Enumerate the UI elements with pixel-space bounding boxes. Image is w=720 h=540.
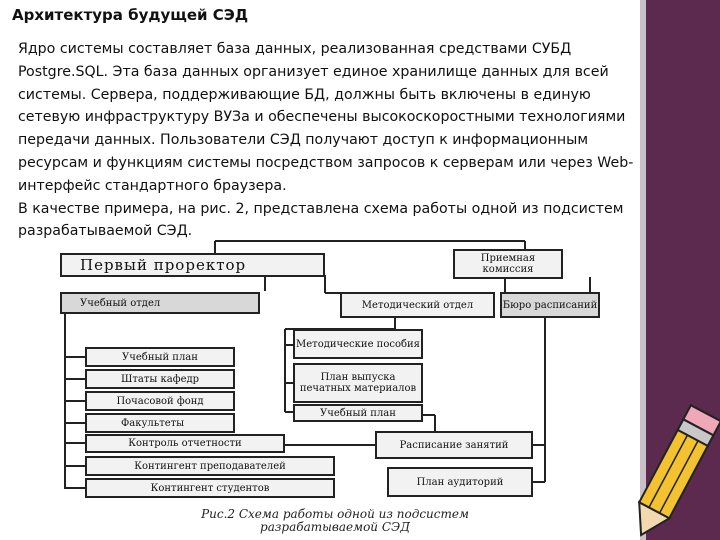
box-method-department: Методический отдел [340,292,495,318]
paragraph-1: Ядро системы составляет база данных, реа… [18,41,634,194]
slide-title: Архитектура будущей СЭД [12,6,249,24]
box-schedule-bureau: Бюро расписаний [500,292,600,318]
box-method-manuals: Методические пособия [293,329,423,359]
box-class-schedule: Расписание занятий [375,431,533,459]
box-auditorium-plan: План аудиторий [387,467,533,497]
diagram: Первый проректор Приемная комиссия Учебн… [55,237,615,502]
box-hourly-fund: Почасовой фонд [85,391,235,411]
box-first-prorector: Первый проректор [60,253,325,277]
box-method-study-plan: Учебный план [293,404,423,422]
slide-body: Ядро системы составляет база данных, реа… [18,38,638,243]
box-study-plan: Учебный план [85,347,235,367]
box-department-staff: Штаты кафедр [85,369,235,389]
sidebar-stripe [640,0,646,540]
paragraph-2: В качестве примера, на рис. 2, представл… [18,200,624,240]
pencil-icon [637,403,720,537]
box-publishing-plan: План выпуска печатных материалов [293,363,423,403]
figure-caption: Рис.2 Схема работы одной из подсистем ра… [201,507,469,534]
slide: Архитектура будущей СЭД Ядро системы сос… [12,6,638,534]
diagram-connectors [64,240,591,489]
box-students-contingent: Контингент студентов [85,478,335,498]
box-admission-commission: Приемная комиссия [453,249,563,279]
box-reporting-control: Контроль отчетности [85,434,285,453]
box-teachers-contingent: Контингент преподавателей [85,456,335,476]
box-study-department: Учебный отдел [60,292,260,314]
box-faculties: Факультеты [85,413,235,433]
